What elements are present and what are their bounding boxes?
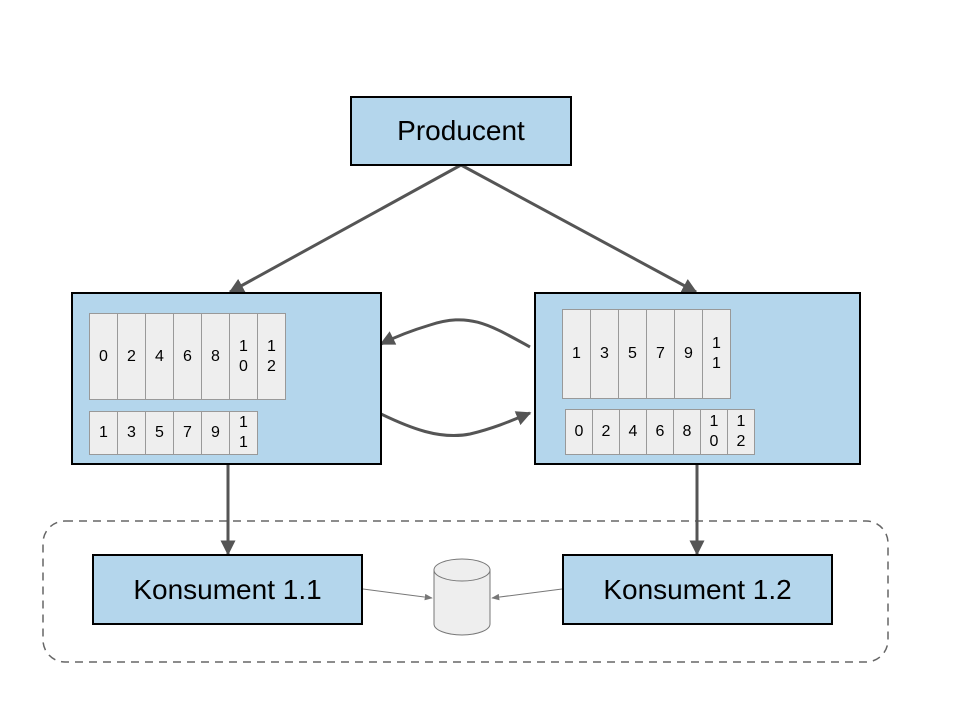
partition-cell: 0 bbox=[89, 313, 118, 400]
consumer-group-boundary bbox=[42, 520, 889, 663]
partition-cell: 3 bbox=[117, 411, 146, 455]
partition-cell: 7 bbox=[173, 411, 202, 455]
partition-cell: 4 bbox=[145, 313, 174, 400]
producer-box: Producent bbox=[350, 96, 572, 166]
partition-cell: 3 bbox=[590, 309, 619, 399]
producer-to-broker-2-arrow bbox=[460, 163, 698, 294]
consumer-1-to-storage-arrow bbox=[362, 588, 433, 601]
consumer-1-box: Konsument 1.1 bbox=[92, 554, 363, 625]
partition-cell: 6 bbox=[646, 409, 674, 455]
producer-label: Producent bbox=[397, 115, 525, 146]
replication-arrow-broker-1-to-2 bbox=[380, 411, 532, 438]
partition-cell: 4 bbox=[619, 409, 647, 455]
partition-cell: 1 bbox=[562, 309, 591, 399]
partition-cell: 1 0 bbox=[229, 313, 258, 400]
producer-to-broker-1-arrow bbox=[228, 163, 462, 294]
partition-cell: 5 bbox=[618, 309, 647, 399]
replication-arrow-broker-2-to-1 bbox=[379, 318, 531, 349]
partition-cell: 1 0 bbox=[700, 409, 728, 455]
partition-cell: 8 bbox=[201, 313, 230, 400]
partition-cell: 1 2 bbox=[727, 409, 755, 455]
partition-cell: 1 1 bbox=[229, 411, 258, 455]
database-cylinder-icon bbox=[433, 558, 491, 636]
partition-cell: 7 bbox=[646, 309, 675, 399]
partition-cell: 0 bbox=[565, 409, 593, 455]
consumer-2-box: Konsument 1.2 bbox=[562, 554, 833, 625]
partition-cell: 8 bbox=[673, 409, 701, 455]
partition-cell: 1 2 bbox=[257, 313, 286, 400]
partition-cell: 6 bbox=[173, 313, 202, 400]
consumer-2-label: Konsument 1.2 bbox=[603, 573, 792, 605]
consumer-2-to-storage-arrow bbox=[491, 588, 563, 601]
partition-cell: 1 1 bbox=[702, 309, 731, 399]
partition-cell: 9 bbox=[674, 309, 703, 399]
partition-cell: 2 bbox=[592, 409, 620, 455]
partition-cell: 2 bbox=[117, 313, 146, 400]
partition-cell: 5 bbox=[145, 411, 174, 455]
partition-cell: 1 bbox=[89, 411, 118, 455]
consumer-1-label: Konsument 1.1 bbox=[133, 573, 322, 605]
partition-cell: 9 bbox=[201, 411, 230, 455]
